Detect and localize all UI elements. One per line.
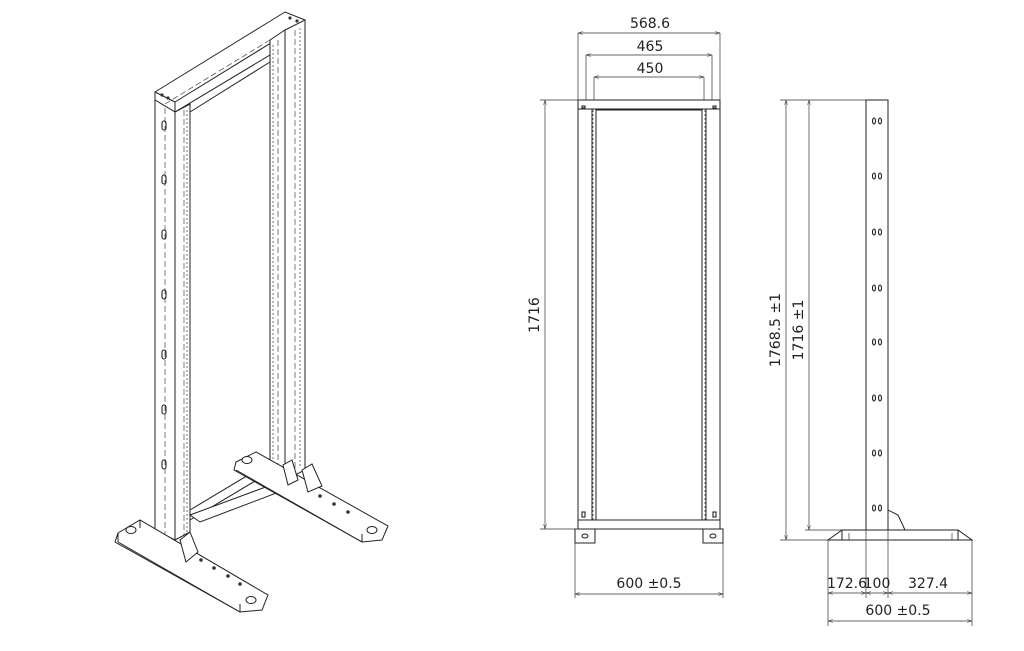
dim-base-width: 600 ±0.5 (616, 576, 681, 592)
front-view: 568.6 465 450 1716 600 ±0.5 (527, 16, 724, 598)
dim-width-inner: 450 (637, 61, 664, 77)
dim-width-overall: 568.6 (630, 16, 670, 32)
dim-height: 1716 (527, 297, 543, 333)
dim-width-mid: 465 (637, 39, 664, 55)
dim-base-left: 172.6 (827, 576, 867, 592)
rear-foot (233, 451, 389, 543)
dim-height-overall: 1768.5 ±1 (768, 293, 784, 367)
dim-side-base-width: 600 ±0.5 (865, 603, 930, 619)
front-foot (114, 519, 269, 613)
dim-height-frame: 1716 ±1 (791, 300, 807, 361)
dim-base-right: 327.4 (908, 576, 948, 592)
side-post-slots (871, 117, 883, 512)
isometric-view (114, 11, 389, 613)
front-upright-slots (161, 120, 167, 470)
side-view: 1768.5 ±1 1716 ±1 172.6 100 327.4 600 ±0… (768, 99, 974, 626)
dim-base-post: 100 (864, 576, 891, 592)
